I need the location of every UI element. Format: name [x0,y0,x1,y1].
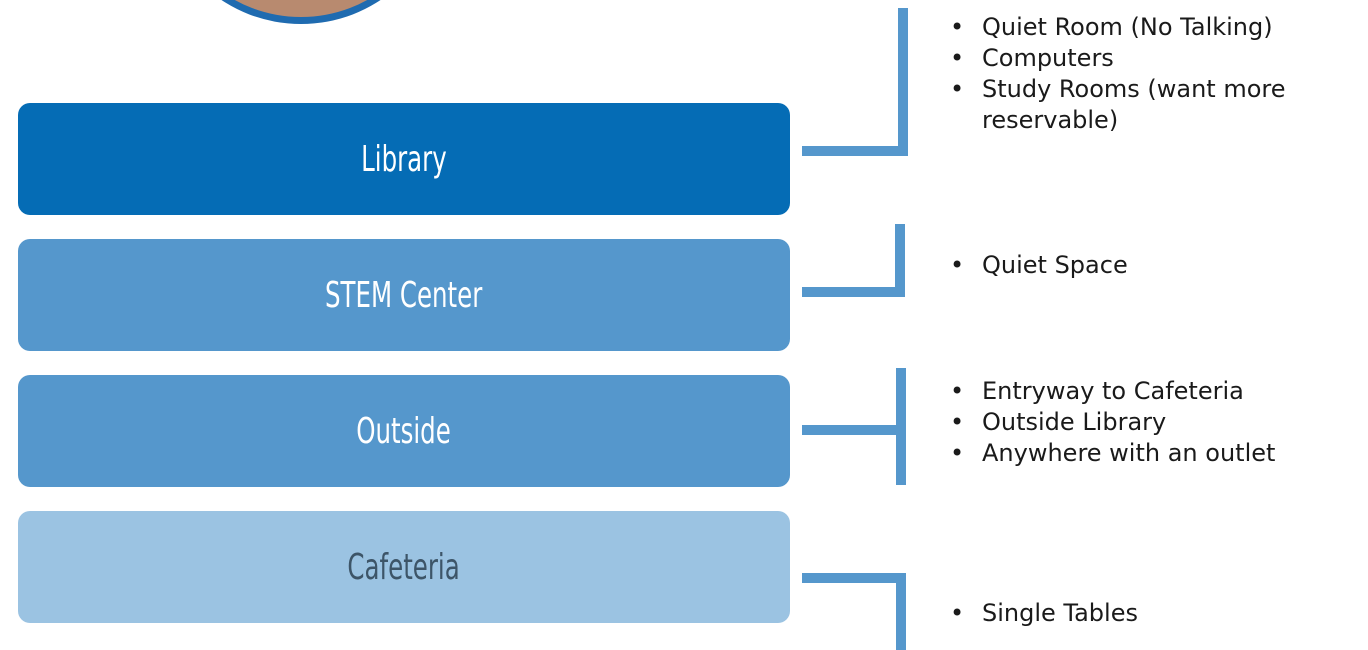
bullet-dot-icon: • [950,251,965,279]
connector-cafeteria-vertical [896,573,906,650]
list-item-text: Quiet Room (No Talking) [982,13,1273,41]
category-label-stem-center: STEM Center [325,274,483,316]
list-item: • Computers [950,43,1368,74]
list-item: • Quiet Space [950,250,1368,281]
list-item-text: Entryway to Cafeteria [982,377,1244,405]
list-item: • Entryway to Cafeteria [950,376,1368,407]
bullet-list-cafeteria: • Single Tables [950,598,1368,629]
connector-cafeteria-horizontal [802,573,906,583]
bullet-list-stem-center: • Quiet Space [950,250,1368,281]
connector-stem-horizontal [802,287,905,297]
bullet-dot-icon: • [950,13,965,41]
category-box-outside: Outside [18,375,790,487]
connector-stem-vertical [895,224,905,297]
list-item-text: Outside Library [982,408,1167,436]
category-box-stem-center: STEM Center [18,239,790,351]
list-item-text: Computers [982,44,1114,72]
category-box-cafeteria: Cafeteria [18,511,790,623]
bullet-list-library: • Quiet Room (No Talking) • Computers • Stu… [950,12,1368,136]
list-item: • Anywhere with an outlet [950,438,1368,469]
connector-outside-vertical [896,368,906,485]
connector-outside-horizontal [802,425,898,435]
person-photo-icon [166,0,436,24]
list-item: • Study Rooms (want more reservable) [950,74,1368,136]
category-box-library: Library [18,103,790,215]
bullet-dot-icon: • [950,408,965,436]
bullet-dot-icon: • [950,377,965,405]
list-item: • Single Tables [950,598,1368,629]
bullet-dot-icon: • [950,75,965,103]
bullet-dot-icon: • [950,599,965,627]
list-item: • Quiet Room (No Talking) [950,12,1368,43]
category-label-library: Library [361,138,447,180]
bullet-list-outside: •Entryway to Cafeteria •Outside Library … [950,376,1368,469]
list-item-text: Single Tables [982,599,1138,627]
connector-library-vertical [898,8,908,156]
bullet-dot-icon: • [950,439,965,467]
category-label-cafeteria: Cafeteria [347,546,461,588]
list-item-text: Anywhere with an outlet [982,439,1276,467]
bullet-dot-icon: • [950,44,965,72]
list-item-text: Study Rooms (want more reservable) [982,75,1286,134]
category-label-outside: Outside [356,410,452,452]
connector-library-horizontal [802,146,908,156]
list-item-text: Quiet Space [982,251,1128,279]
list-item: • Outside Library [950,407,1368,438]
